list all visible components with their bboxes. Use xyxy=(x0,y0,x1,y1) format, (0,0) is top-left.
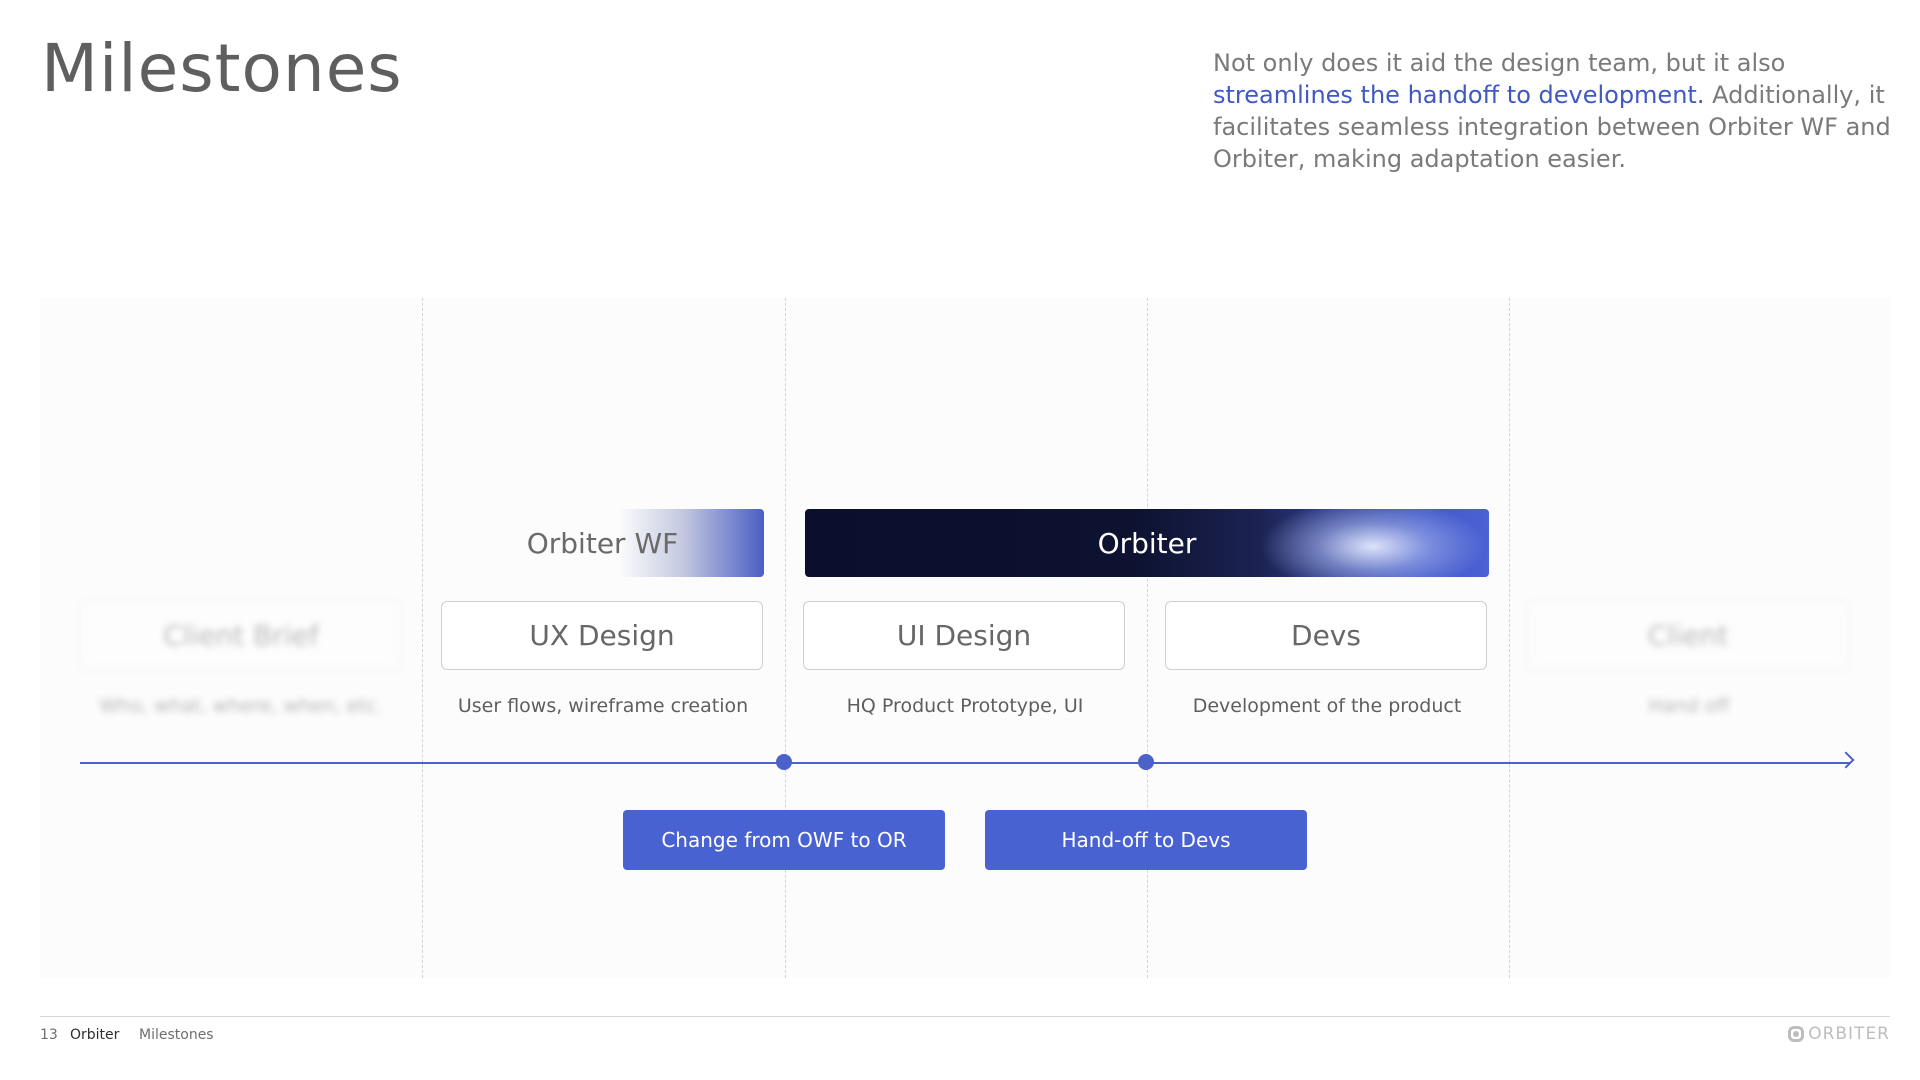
milestone-change-owf-to-or-button[interactable]: Change from OWF to OR xyxy=(623,810,945,870)
phase-card-ux-design[interactable]: UX Design xyxy=(441,601,763,670)
orbiter-band: Orbiter xyxy=(805,509,1489,577)
milestone-dot[interactable] xyxy=(1138,754,1154,770)
phase-label: UI Design xyxy=(896,619,1032,652)
logo-text: ORBITER xyxy=(1808,1024,1890,1044)
intro-paragraph: Not only does it aid the design team, bu… xyxy=(1213,47,1903,175)
phase-label: UX Design xyxy=(529,619,675,652)
orbiter-logo-icon xyxy=(1788,1026,1805,1042)
phase-card-ui-design[interactable]: UI Design xyxy=(803,601,1125,670)
phase-desc-client: Hand off xyxy=(1648,695,1730,717)
phase-desc-client-brief: Who, what, where, when, etc. xyxy=(99,695,383,717)
orbiter-wf-band: Orbiter WF xyxy=(441,509,764,577)
timeline-axis xyxy=(80,762,1850,764)
orbiter-band-label: Orbiter xyxy=(1097,526,1197,560)
footer-section: Milestones xyxy=(139,1027,214,1043)
phase-label: Devs xyxy=(1291,619,1361,652)
column-divider xyxy=(785,298,786,978)
column-divider xyxy=(1509,298,1510,978)
page-title: Milestones xyxy=(41,30,403,107)
intro-highlight: streamlines the handoff to development. xyxy=(1213,81,1705,109)
phase-desc-devs: Development of the product xyxy=(1192,695,1462,717)
phase-card-client-brief[interactable]: Client Brief xyxy=(80,601,402,670)
phase-card-client[interactable]: Client xyxy=(1527,601,1849,670)
page-number: 13 xyxy=(40,1027,58,1043)
phase-card-devs[interactable]: Devs xyxy=(1165,601,1487,670)
intro-text-part1: Not only does it aid the design team, bu… xyxy=(1213,49,1786,77)
orbiter-wf-band-label: Orbiter WF xyxy=(526,526,679,560)
column-divider xyxy=(1147,298,1148,978)
milestone-handoff-to-devs-button[interactable]: Hand-off to Devs xyxy=(985,810,1307,870)
intro-text-part2: Additionally, it facilitates seamless in… xyxy=(1213,81,1891,173)
phase-label: Client Brief xyxy=(163,619,319,652)
column-divider xyxy=(422,298,423,978)
orbiter-logo: ORBITER xyxy=(1788,1024,1890,1044)
phase-desc-ux-design: User flows, wireframe creation xyxy=(457,695,749,717)
phase-desc-ui-design: HQ Product Prototype, UI xyxy=(846,695,1084,717)
footer-divider xyxy=(40,1016,1890,1017)
phase-label: Client xyxy=(1647,619,1729,652)
milestone-dot[interactable] xyxy=(776,754,792,770)
footer-brand: Orbiter xyxy=(70,1027,120,1043)
